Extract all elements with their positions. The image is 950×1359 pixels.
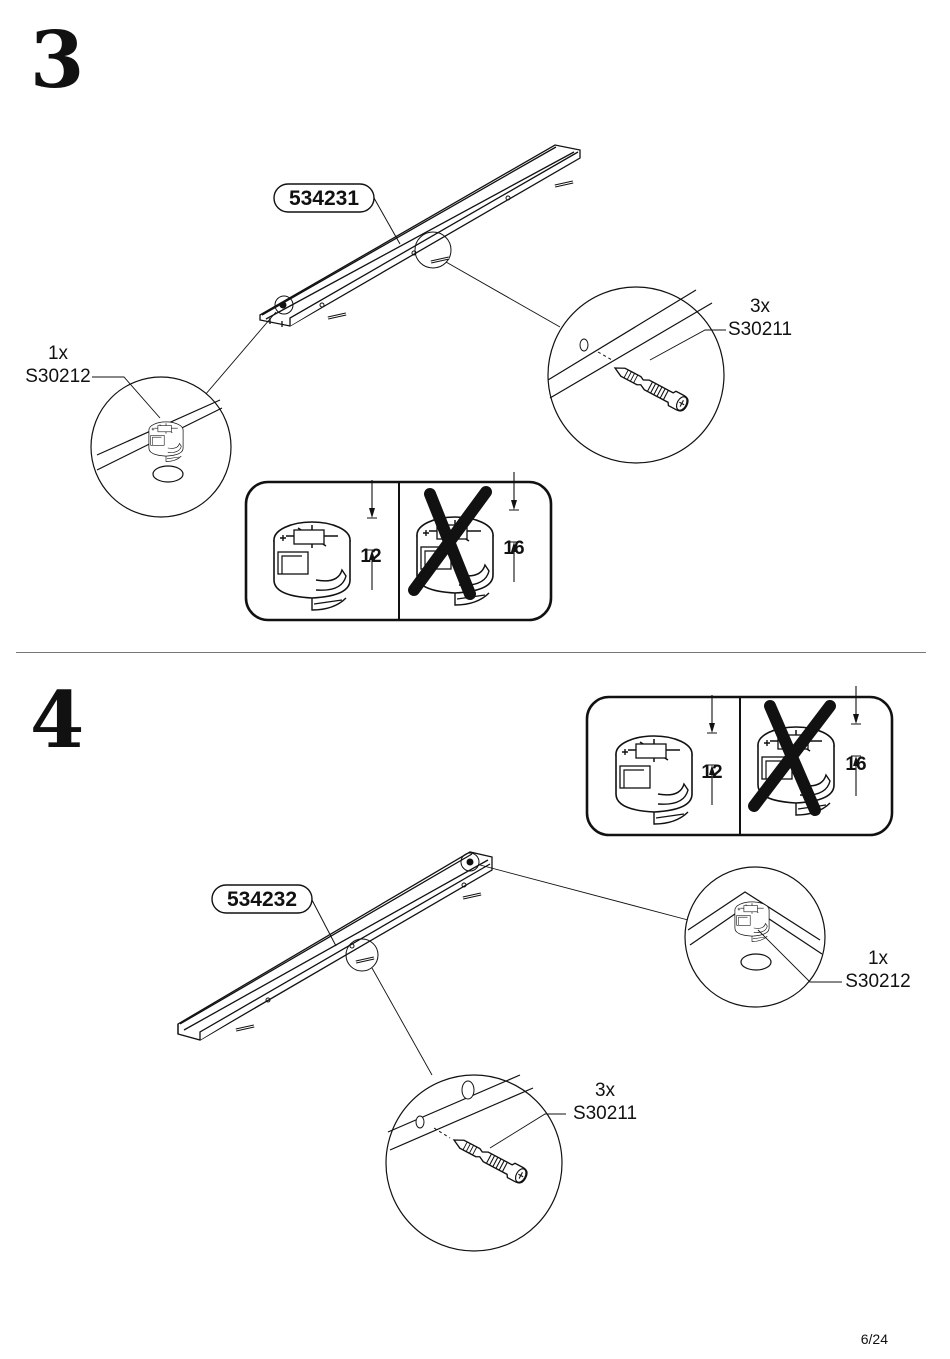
step-3-number: 3	[30, 15, 85, 106]
step-4-number: 4	[30, 675, 85, 766]
step4-wrong-height: 16	[845, 754, 867, 775]
step4-part-id: 534232	[226, 888, 298, 911]
step3-rail	[259, 144, 581, 327]
step4-cam-qty: 1x	[867, 948, 889, 969]
step4-dowel-code: S30211	[572, 1103, 638, 1124]
step4-correct-height: 12	[701, 762, 723, 783]
step3-part-id: 534231	[288, 187, 360, 210]
step4-cam-code: S30212	[845, 971, 911, 992]
step3-dowel-qty: 3x	[749, 296, 771, 317]
step-divider	[16, 652, 926, 653]
step3-cam-qty: 1x	[47, 343, 69, 364]
step3-correct-height: 12	[360, 546, 382, 567]
step3-dowel-code: S30211	[727, 319, 793, 340]
step3-wrong-height: 16	[503, 538, 525, 559]
page-number: 6/24	[860, 1331, 888, 1347]
step3-cam-code: S30212	[25, 366, 91, 387]
step4-rail	[177, 851, 493, 1041]
step4-dowel-qty: 3x	[594, 1080, 616, 1101]
